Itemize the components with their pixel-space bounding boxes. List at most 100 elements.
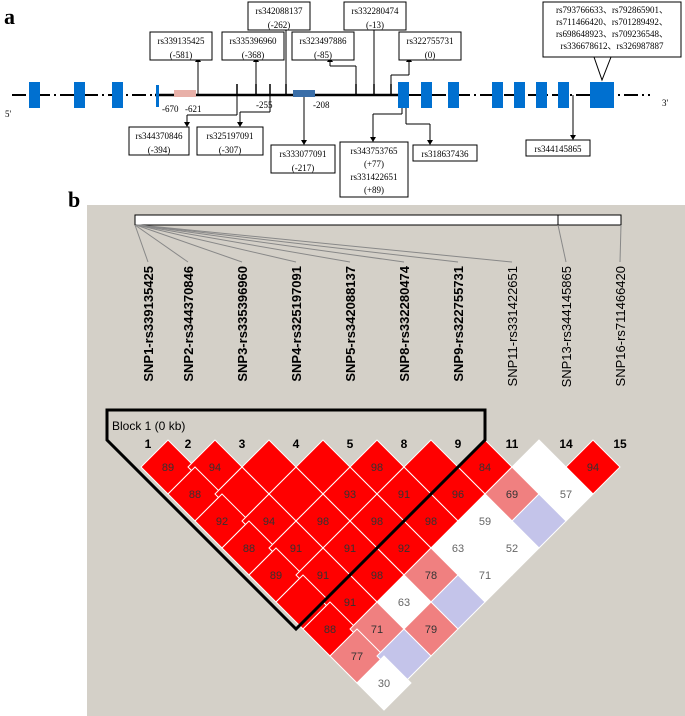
- snp-callout-text: rs325197091: [207, 131, 254, 141]
- panel-b-label: b: [68, 187, 80, 212]
- snp-callout-text: rs333077091: [280, 149, 327, 159]
- ld-value-label: 94: [587, 462, 599, 474]
- ld-value-label: 63: [452, 543, 464, 555]
- ld-value-label: 98: [425, 516, 437, 528]
- ld-value-label: 98: [317, 516, 329, 528]
- ld-value-label: 30: [378, 678, 390, 690]
- snp-callout-text: (-394): [148, 145, 171, 155]
- ld-value-label: 92: [216, 516, 228, 528]
- ld-value-label: 96: [452, 489, 464, 501]
- snp-name-label: SNP16-rs711466420: [613, 266, 628, 386]
- exon-box: [398, 82, 409, 108]
- snp-number-label: 8: [401, 437, 408, 451]
- snp-connector-line: [137, 224, 459, 263]
- snp-callout-text: rs323497886: [300, 36, 347, 46]
- callout-arrow-icon: [593, 56, 612, 82]
- snp-callout-text: rs335396960: [230, 36, 277, 46]
- snp-number-label: 11: [506, 437, 519, 451]
- snp-name-label: SNP4-rs325197091: [289, 266, 304, 382]
- snp-callout-text: (+77): [364, 159, 384, 169]
- ld-value-label: 69: [506, 489, 518, 501]
- ld-value-label: 63: [398, 597, 410, 609]
- snp-callout-text: rs332280474: [352, 6, 399, 16]
- snp-callout-text: (-368): [242, 50, 265, 60]
- snp-callout-text: rs793766633、rs792865901、: [556, 5, 668, 15]
- three-prime-label: 3': [662, 98, 669, 108]
- promoter-element-blue: [293, 90, 315, 97]
- ld-value-label: 59: [479, 516, 491, 528]
- snp-callout-text: (-13): [366, 20, 384, 30]
- snp-connector-line: [136, 224, 297, 263]
- snp-callout-text: (-217): [292, 163, 315, 173]
- snp-callout-text: rs331422651: [351, 172, 398, 182]
- position-label: -208: [313, 100, 330, 110]
- snp-callout-text: (-307): [219, 145, 242, 155]
- snp-region-bar: [134, 214, 622, 226]
- ld-value-label: 92: [398, 543, 410, 555]
- ld-value-label: 52: [506, 543, 518, 555]
- snp-number-label: 9: [455, 437, 462, 451]
- ld-value-label: 57: [560, 489, 572, 501]
- promoter-element-pink: [174, 90, 196, 97]
- ld-value-label: 98: [371, 462, 383, 474]
- ld-value-label: 91: [317, 570, 329, 582]
- ld-value-label: 84: [479, 462, 491, 474]
- snp-callout-text: rs698648923、rs709236548、: [556, 29, 668, 39]
- snp-connector-line: [136, 224, 351, 263]
- snp-callout-text: rs711466420、rs701289492、: [556, 17, 668, 27]
- exon-box: [29, 82, 40, 108]
- gene-structure: 5' 3' -670 -621 -255 -208: [5, 1, 682, 198]
- exon-box: [448, 82, 459, 108]
- panel-a-label: a: [4, 4, 15, 29]
- ld-value-label: 91: [290, 543, 302, 555]
- position-label: -255: [256, 100, 273, 110]
- snp-callout-text: (+89): [364, 185, 384, 195]
- ld-value-label: 94: [263, 516, 275, 528]
- haplotype-block-outline: [105, 408, 487, 632]
- ld-value-label: 94: [209, 462, 221, 474]
- snp-connector-line: [137, 224, 405, 263]
- snp-callout-text: rs343753765: [351, 146, 398, 156]
- snp-connector-line: [619, 224, 622, 263]
- snp-callout-text: rs344145865: [535, 144, 582, 154]
- snp-number-label: 14: [559, 437, 573, 451]
- snp-number-label: 1: [145, 437, 152, 451]
- ld-value-label: 71: [479, 570, 491, 582]
- ld-value-label: 79: [425, 624, 437, 636]
- ld-value-label: 89: [162, 462, 174, 474]
- ld-value-label: 88: [189, 489, 201, 501]
- ld-value-label: 98: [371, 516, 383, 528]
- ld-value-label: 88: [324, 624, 336, 636]
- exon-box: [74, 82, 85, 108]
- ld-value-label: 93: [344, 489, 356, 501]
- snp-callout-text: (0): [425, 50, 436, 60]
- snp-name-label: SNP1-rs339135425: [141, 266, 156, 382]
- exon-box: [156, 85, 159, 107]
- ld-value-label: 98: [371, 570, 383, 582]
- snp-connector-line: [134, 224, 189, 263]
- ld-cell: [356, 655, 412, 711]
- five-prime-label: 5': [5, 109, 12, 119]
- ld-value-label: 78: [425, 570, 437, 582]
- exon-box: [536, 82, 547, 108]
- ld-value-label: 91: [398, 489, 410, 501]
- exon-box: [112, 82, 123, 108]
- snp-number-label: 3: [239, 437, 246, 451]
- ld-value-label: 91: [344, 543, 356, 555]
- snp-connector-line: [138, 224, 513, 263]
- snp-number-label: 5: [347, 437, 354, 451]
- position-label: -621: [185, 104, 202, 114]
- exon-box: [514, 82, 525, 108]
- callout-texts: rs339135425(-581)rs335396960(-368)rs3420…: [136, 5, 669, 195]
- ld-value-label: 91: [344, 597, 356, 609]
- block-label: Block 1 (0 kb): [112, 419, 185, 433]
- snp-callout-text: rs336678612、rs326987887: [561, 41, 664, 51]
- ld-value-label: 77: [351, 651, 363, 663]
- snp-callout-text: rs322755731: [407, 36, 454, 46]
- snp-name-label: SNP8-rs332280474: [397, 265, 412, 381]
- snp-name-label: SNP11-rs331422651: [505, 266, 520, 386]
- ld-value-label: 71: [371, 624, 383, 636]
